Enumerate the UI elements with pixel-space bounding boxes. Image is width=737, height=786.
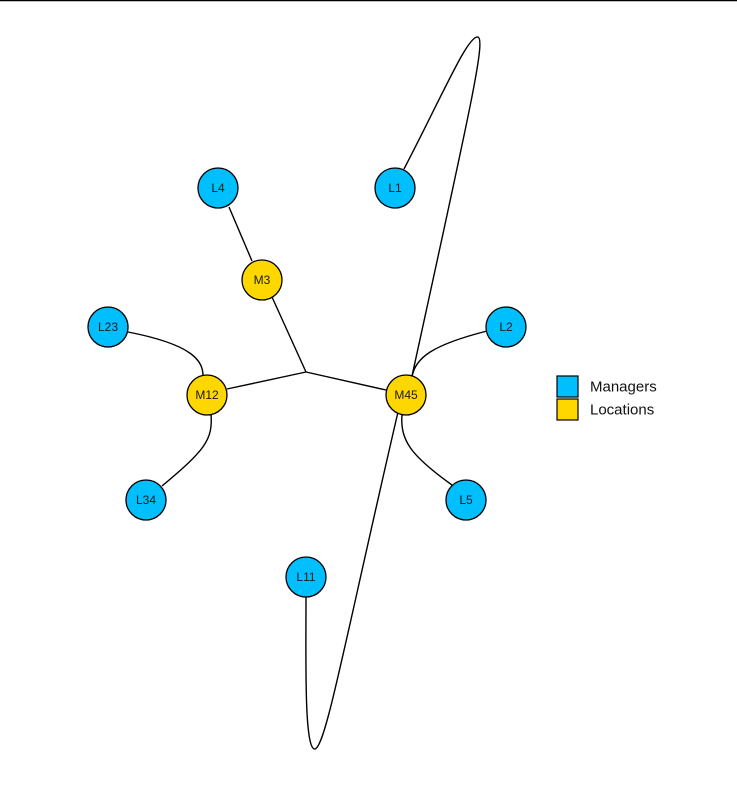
node-l4: L4 xyxy=(197,167,239,209)
node-l5: L5 xyxy=(445,479,487,521)
node-l11: L11 xyxy=(285,556,327,598)
node-label-l1: L1 xyxy=(388,181,402,195)
legend-swatch-managers xyxy=(556,375,579,398)
edge-m12-hub xyxy=(226,371,307,390)
legend-label-managers: Managers xyxy=(590,379,657,396)
node-label-l2: L2 xyxy=(499,320,513,334)
node-circle-l2 xyxy=(485,306,527,348)
node-label-l4: L4 xyxy=(211,181,225,195)
node-circle-l4 xyxy=(197,167,239,209)
edge-l2-m45 xyxy=(411,330,488,378)
edge-l34-m12 xyxy=(161,413,212,487)
node-label-m45: M45 xyxy=(394,388,418,402)
node-label-l34: L34 xyxy=(136,493,156,507)
node-label-l23: L23 xyxy=(98,320,118,334)
node-circle-m12 xyxy=(186,374,228,416)
node-circle-m45 xyxy=(385,374,427,416)
legend: Managers Locations xyxy=(556,375,657,421)
edge-m3-hub xyxy=(271,296,307,373)
node-l1: L1 xyxy=(374,167,416,209)
edge-l5-m45 xyxy=(401,413,453,486)
node-l2: L2 xyxy=(485,306,527,348)
edge-l1-m45 xyxy=(403,36,481,377)
node-circle-l11 xyxy=(285,556,327,598)
node-label-l11: L11 xyxy=(296,570,315,584)
edge-m45-hub xyxy=(305,371,387,391)
node-circle-m3 xyxy=(241,259,283,301)
node-l34: L34 xyxy=(125,479,167,521)
edge-l11-m45 xyxy=(305,411,399,750)
node-label-l5: L5 xyxy=(459,493,473,507)
node-circle-l34 xyxy=(125,479,167,521)
node-m12: M12 xyxy=(186,374,228,416)
node-m3: M3 xyxy=(241,259,283,301)
edge-l4-m3 xyxy=(228,206,253,262)
node-label-m12: M12 xyxy=(195,388,219,402)
edges-layer xyxy=(127,36,488,750)
node-m45: M45 xyxy=(385,374,427,416)
legend-swatch-locations xyxy=(556,398,579,421)
node-circle-l1 xyxy=(374,167,416,209)
legend-label-locations: Locations xyxy=(590,402,654,419)
edge-l23-m12 xyxy=(127,331,204,377)
node-label-m3: M3 xyxy=(254,273,271,287)
node-circle-l23 xyxy=(87,306,129,348)
node-circle-l5 xyxy=(445,479,487,521)
node-l23: L23 xyxy=(87,306,129,348)
